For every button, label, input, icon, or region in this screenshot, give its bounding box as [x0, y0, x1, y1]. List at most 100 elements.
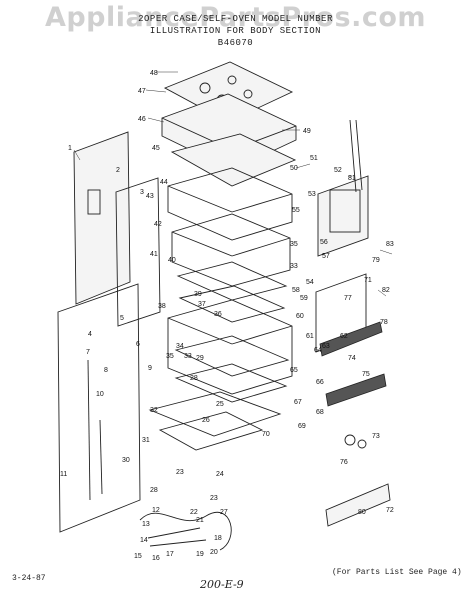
wire-harness: [139, 511, 232, 551]
upper-rack: [176, 261, 288, 301]
callout: 19: [196, 551, 204, 558]
callout: 48: [150, 70, 158, 77]
callout: 57: [322, 253, 330, 260]
leader-lines: [73, 71, 393, 297]
callout: 2: [116, 167, 120, 174]
callout: 82: [382, 287, 390, 294]
callout: 75: [362, 371, 370, 378]
header-model: B46070: [217, 38, 254, 48]
callout: 5: [120, 315, 124, 322]
callout: 23: [210, 495, 218, 502]
callout: 40: [168, 257, 176, 264]
callout: 49: [303, 128, 311, 135]
kick-plate: [325, 483, 391, 527]
callout: 36: [214, 311, 222, 318]
callout: 10: [96, 391, 104, 398]
callout: 50: [290, 165, 298, 172]
callout: 15: [134, 553, 142, 560]
callout: 80: [358, 509, 366, 516]
callout: 20: [210, 549, 218, 556]
bottom-panel: [158, 411, 264, 451]
callout: 72: [386, 507, 394, 514]
callout: 45: [152, 145, 160, 152]
callout: 14: [140, 537, 148, 544]
callout: 61: [306, 333, 314, 340]
footer-parts-list-note: (For Parts List See Page 4): [332, 568, 462, 577]
callout: 33: [184, 353, 192, 360]
callout: 71: [364, 277, 372, 284]
callout: 8: [104, 367, 108, 374]
callout: 13: [142, 521, 150, 528]
callout: 53: [308, 191, 316, 198]
callout: 39: [194, 291, 202, 298]
callout: 17: [166, 551, 174, 558]
callout: 35: [166, 353, 174, 360]
callout: 63: [322, 343, 330, 350]
footer-date: 3-24-87: [12, 574, 46, 583]
callout: 32: [150, 407, 158, 414]
callout: 78: [380, 319, 388, 326]
door-handle-lower: [325, 373, 387, 407]
control-panel: [170, 133, 297, 187]
callout: 81: [348, 175, 356, 182]
callout: 68: [316, 409, 324, 416]
callout: 34: [176, 343, 184, 350]
inner-side-panel: [115, 177, 161, 327]
callout: 22: [190, 509, 198, 516]
callout: 38: [158, 303, 166, 310]
callout: 58: [292, 287, 300, 294]
callout: 3: [140, 189, 144, 196]
callout: 9: [148, 365, 152, 372]
bottom-tray: [148, 391, 282, 437]
callout: 21: [196, 517, 204, 524]
callout: 76: [340, 459, 348, 466]
callout: 18: [214, 535, 222, 542]
callout: 67: [294, 399, 302, 406]
callout: 47: [138, 88, 146, 95]
callout: 62: [340, 333, 348, 340]
callout: 4: [88, 331, 92, 338]
callout: 41: [150, 251, 158, 258]
callout: 51: [310, 155, 318, 162]
callout: 79: [372, 257, 380, 264]
callout: 26: [202, 417, 210, 424]
callout: 43: [146, 193, 154, 200]
callout: 29: [196, 355, 204, 362]
callout: 83: [386, 241, 394, 248]
callout: 27: [220, 509, 228, 516]
callout: 37: [198, 301, 206, 308]
callout: 7: [86, 349, 90, 356]
callout: 46: [138, 116, 146, 123]
callout: 25: [216, 401, 224, 408]
callout: 1: [68, 145, 72, 152]
callout: 44: [160, 179, 168, 186]
callout: 12: [152, 507, 160, 514]
lower-rack: [174, 335, 290, 377]
door-handle-upper: [319, 321, 383, 357]
lower-oven-liner: [167, 299, 293, 395]
callout: 42: [154, 221, 162, 228]
callout: 74: [348, 355, 356, 362]
upper-oven-frame: [167, 167, 293, 241]
header-title: 2OPER CASE/SELF-OVEN MODEL NUMBER: [138, 14, 333, 24]
callout: 28: [190, 375, 198, 382]
upper-oven-liner: [171, 213, 291, 287]
callout: 73: [372, 433, 380, 440]
callout: 24: [216, 471, 224, 478]
left-side-panel: [73, 131, 131, 305]
callout: 52: [334, 167, 342, 174]
callout: 65: [290, 367, 298, 374]
front-frame: [57, 283, 141, 533]
callout: 56: [320, 239, 328, 246]
callout: 33: [290, 263, 298, 270]
callout: 64: [314, 347, 322, 354]
callout: 35: [290, 241, 298, 248]
watermark: AppliancePartsPros.com: [44, 2, 427, 33]
upper-element: [178, 285, 286, 323]
oven-door-glass: [317, 175, 369, 257]
callout: 60: [296, 313, 304, 320]
callout: 11: [60, 471, 67, 478]
callout: 23: [176, 469, 184, 476]
footer-signature: 200-E-9: [200, 578, 244, 591]
